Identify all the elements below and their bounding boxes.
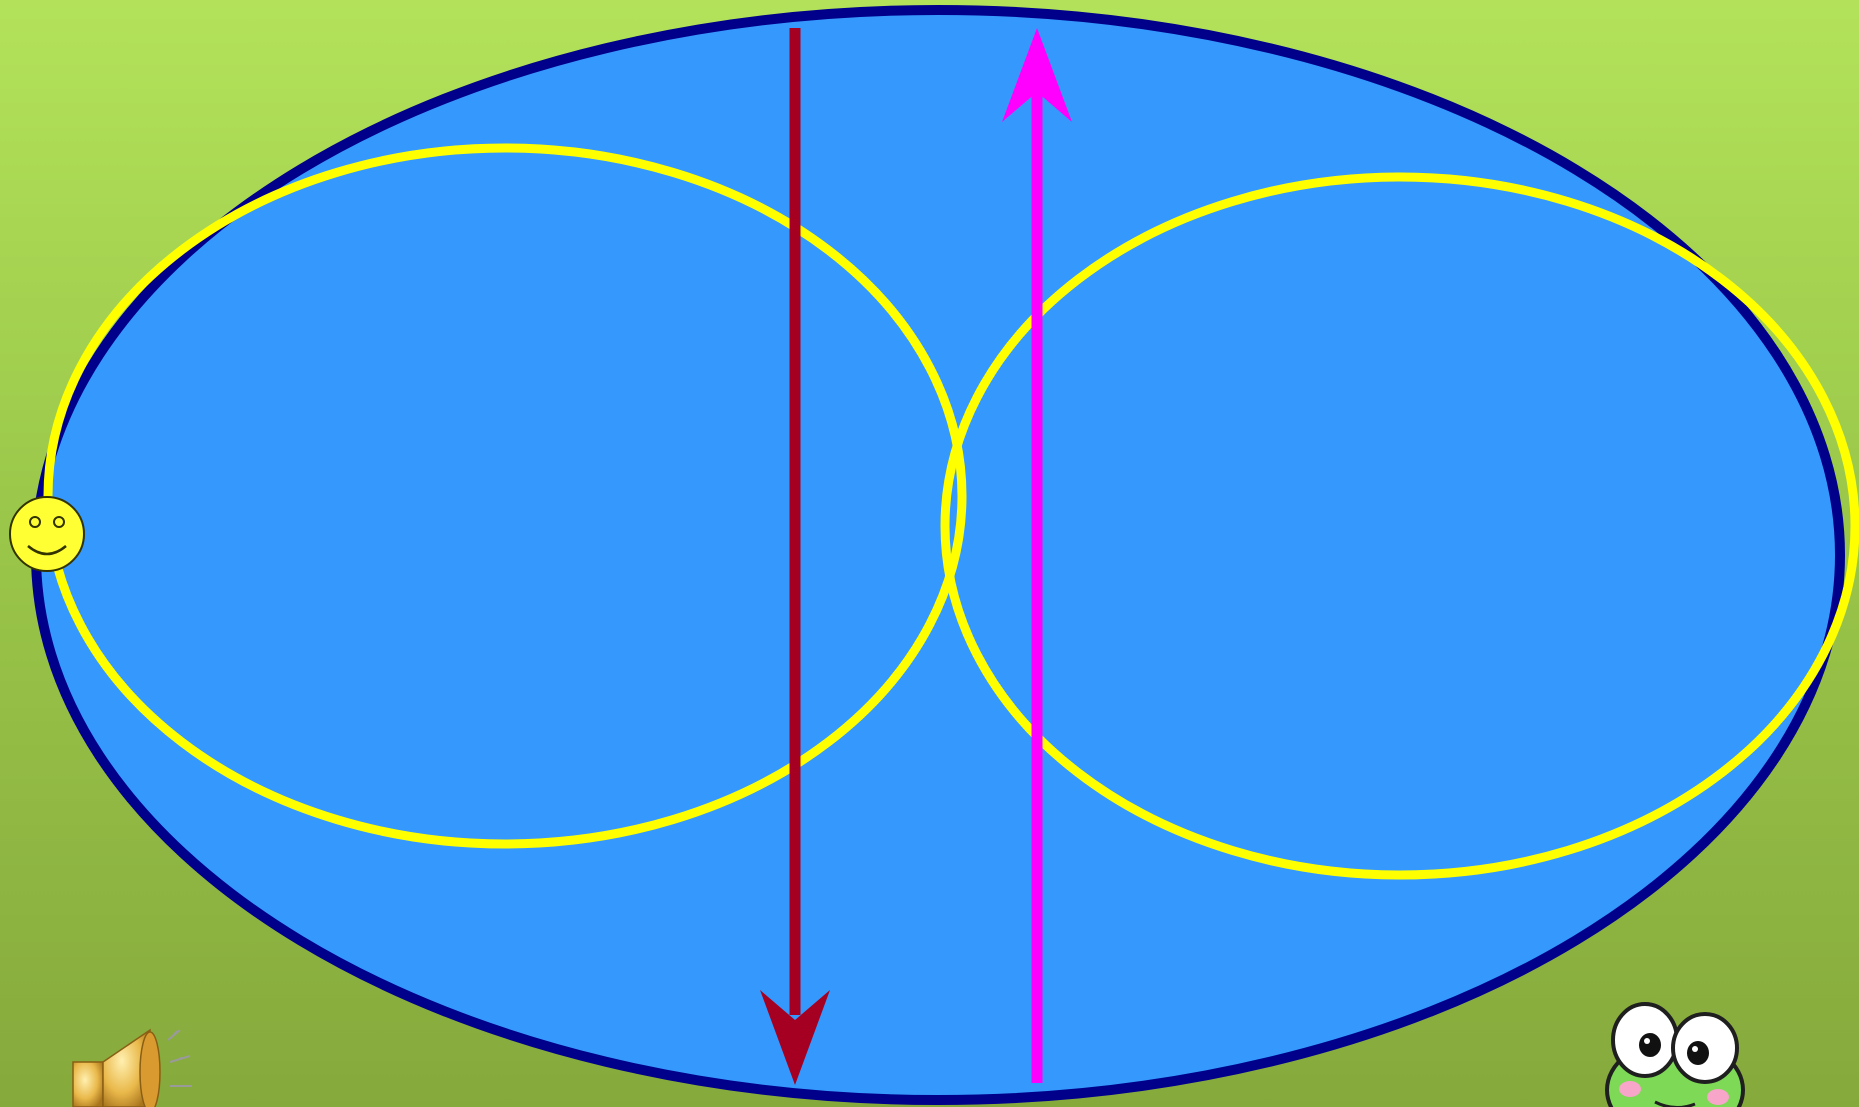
right-loop [940,172,1859,880]
speaker-icon[interactable] [72,1028,192,1107]
down-arrow [760,28,830,1085]
left-loop [43,143,967,849]
frog-mascot-icon [1605,1002,1745,1107]
blue-field [31,5,1845,1105]
up-arrow [1002,28,1072,1083]
smiley-face-icon [9,496,85,572]
